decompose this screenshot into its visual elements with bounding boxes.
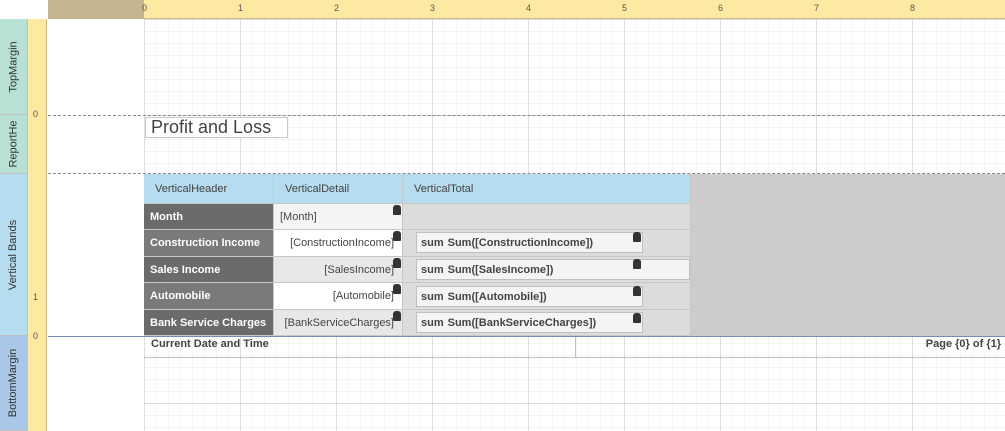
left-ruler-tick: 0 <box>33 331 39 341</box>
left-ruler-top <box>28 19 47 174</box>
database-icon <box>393 311 401 321</box>
ruler-tick: 3 <box>430 3 436 13</box>
report-title[interactable]: Profit and Loss <box>145 117 288 138</box>
ruler-tick: 6 <box>718 3 724 13</box>
detail-sales-income[interactable]: [SalesIncome] <box>274 257 403 283</box>
database-icon <box>633 232 641 242</box>
database-icon <box>633 259 641 269</box>
row-label-bank-service-charges[interactable]: Bank Service Charges <box>144 310 274 336</box>
database-icon <box>633 313 641 323</box>
left-ruler-tick: 1 <box>33 292 39 302</box>
row-label-month[interactable]: Month <box>144 204 274 230</box>
band-separator <box>48 115 1005 116</box>
ruler-tick: 1 <box>238 3 244 13</box>
row-label-construction-income[interactable]: Construction Income <box>144 230 274 257</box>
database-icon <box>393 231 401 241</box>
band-report-header[interactable]: ReportHe <box>0 115 28 174</box>
header-vertical-header[interactable]: VerticalHeader <box>144 174 274 204</box>
top-ruler-margin <box>48 0 144 19</box>
top-ruler <box>48 0 1005 19</box>
band-vertical-bands[interactable]: Vertical Bands <box>0 174 28 336</box>
header-vertical-total[interactable]: VerticalTotal <box>403 174 691 204</box>
band-bottom-margin[interactable]: BottomMargin <box>0 336 28 431</box>
band-separator <box>48 336 1005 337</box>
database-icon <box>393 205 401 215</box>
band-top-margin[interactable]: TopMargin <box>0 19 28 115</box>
footer-date-time[interactable]: Current Date and Time <box>144 337 576 358</box>
ruler-tick: 0 <box>142 3 148 13</box>
database-icon <box>393 258 401 268</box>
detail-month[interactable]: [Month] <box>274 204 403 230</box>
footer-page-info[interactable]: Page {0} of {1} <box>576 337 1005 358</box>
detail-bank-service-charges[interactable]: [BankServiceCharges] <box>274 310 403 336</box>
ruler-tick: 7 <box>814 3 820 13</box>
ruler-tick: 8 <box>910 3 916 13</box>
database-icon <box>633 286 641 296</box>
band-separator <box>48 173 1005 174</box>
database-icon <box>393 284 401 294</box>
ruler-corner <box>0 0 48 19</box>
left-ruler-vertical <box>28 174 47 336</box>
top-ruler-ticks: 0 1 2 3 4 5 6 7 8 <box>0 0 1005 19</box>
ruler-tick: 4 <box>526 3 532 13</box>
ruler-tick: 2 <box>334 3 340 13</box>
ruler-tick: 5 <box>622 3 628 13</box>
detail-construction-income[interactable]: [ConstructionIncome] <box>274 230 403 257</box>
detail-automobile[interactable]: [Automobile] <box>274 283 403 310</box>
row-label-automobile[interactable]: Automobile <box>144 283 274 310</box>
total-month[interactable] <box>403 204 691 230</box>
left-ruler-bottom <box>28 336 47 431</box>
left-ruler-tick: 0 <box>33 109 39 119</box>
margin-area <box>48 19 144 431</box>
row-label-sales-income[interactable]: Sales Income <box>144 257 274 283</box>
header-vertical-detail[interactable]: VerticalDetail <box>274 174 403 204</box>
